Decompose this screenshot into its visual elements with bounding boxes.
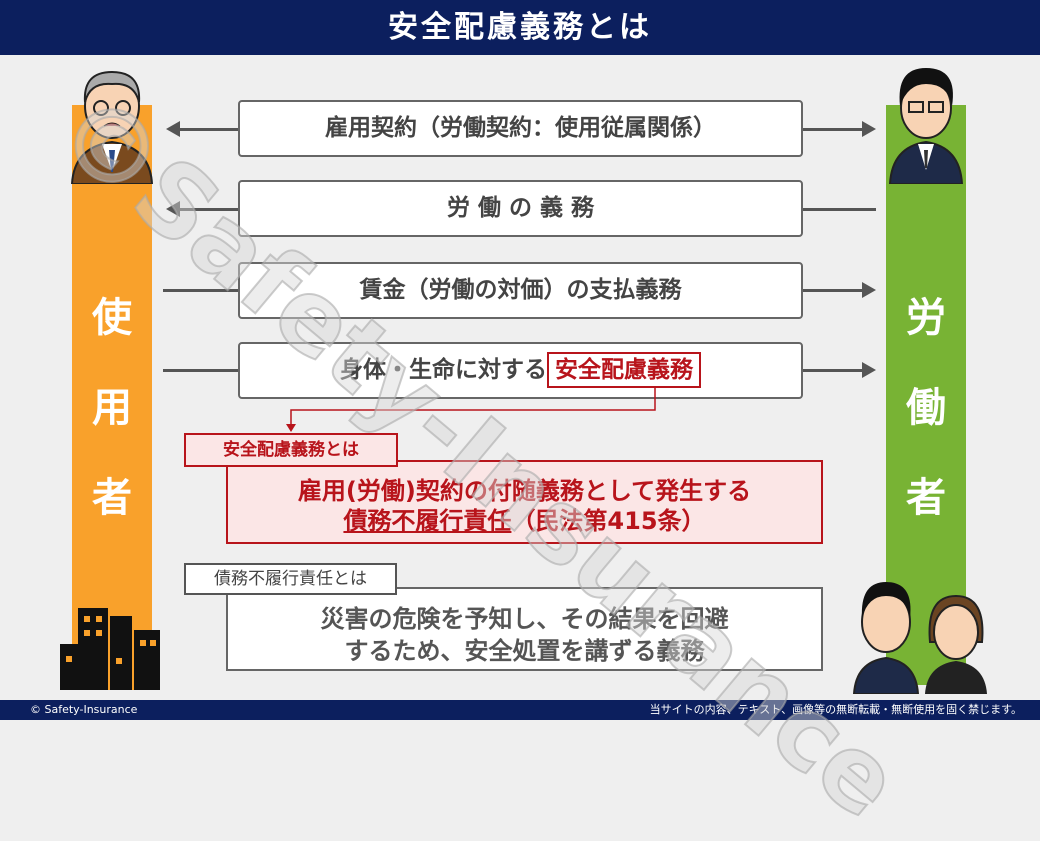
connector-arrow-icon [286, 388, 656, 432]
workers-icon [852, 582, 988, 694]
footer: © Safety-Insurance 当サイトの内容、テキスト、画像等の無断転載… [0, 700, 1040, 720]
building-icon [60, 608, 160, 690]
employer-char: 使 [92, 295, 132, 341]
page-title: 安全配慮義務とは [0, 0, 1040, 55]
worker-char: 労 [906, 295, 946, 341]
safety-duty-box: 身体・生命に対する安全配慮義務 [238, 342, 803, 399]
worker-avatar-icon [888, 68, 964, 184]
definition-line1: 雇用(労働)契約の付随義務として発生する [297, 477, 752, 505]
worker-char: 者 [906, 475, 946, 521]
arrow-right-icon [862, 362, 876, 378]
liability-label: 債務不履行責任とは [184, 563, 397, 595]
arrow-line [180, 208, 238, 211]
liability-line2: するため、安全処置を講ずる義務 [344, 637, 705, 665]
arrow-right-icon [862, 282, 876, 298]
arrow-left-icon [166, 201, 180, 217]
definition-rest: （民法第415条） [511, 507, 706, 535]
employment-contract-box: 雇用契約（労働契約：使用従属関係） [238, 100, 803, 157]
employer-char: 用 [92, 385, 132, 431]
safety-duty-highlight: 安全配慮義務 [547, 352, 701, 388]
arrow-line [163, 289, 238, 292]
arrow-left-icon [166, 121, 180, 137]
arrow-right-icon [862, 121, 876, 137]
arrow-line [180, 128, 238, 131]
safety-duty-text: 身体・生命に対する [340, 357, 547, 383]
arrow-line [803, 128, 863, 131]
liability-line1: 災害の危険を予知し、その結果を回避 [320, 605, 729, 633]
arrow-line [803, 208, 876, 211]
copyright: © Safety-Insurance [30, 703, 138, 716]
employer-avatar-icon [70, 70, 154, 184]
usage-notice: 当サイトの内容、テキスト、画像等の無断転載・無断使用を固く禁じます。 [649, 703, 1022, 716]
employer-column: 使 用 者 [72, 105, 152, 690]
arrow-line [803, 369, 863, 372]
arrow-line [803, 289, 863, 292]
liability-box: 災害の危険を予知し、その結果を回避 するため、安全処置を講ずる義務 [226, 587, 823, 671]
definition-box: 雇用(労働)契約の付随義務として発生する 債務不履行責任（民法第415条） [226, 460, 823, 544]
wage-payment-box: 賃金（労働の対価）の支払義務 [238, 262, 803, 319]
definition-underlined: 債務不履行責任 [343, 507, 512, 535]
labor-duty-box: 労 働 の 義 務 [238, 180, 803, 237]
employer-char: 者 [92, 475, 132, 521]
arrow-line [163, 369, 238, 372]
definition-label: 安全配慮義務とは [184, 433, 398, 467]
worker-char: 働 [906, 385, 946, 431]
